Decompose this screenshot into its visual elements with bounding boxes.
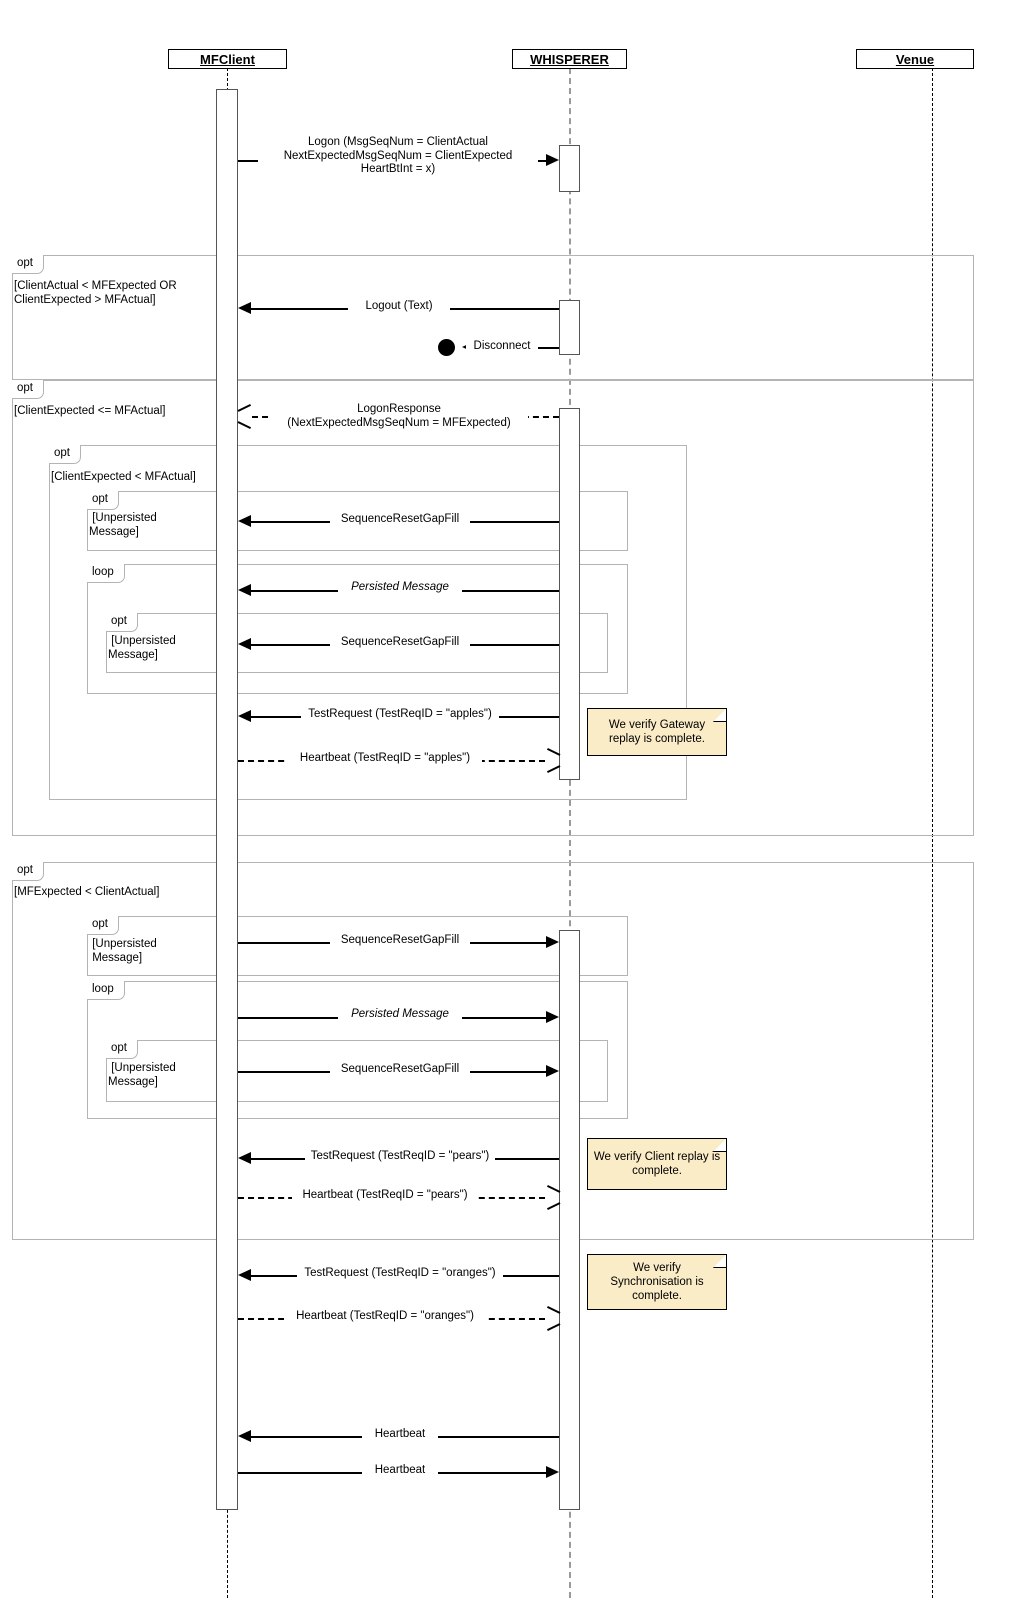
message-seqreset-gapfill-2-label: SequenceResetGapFill (330, 636, 470, 650)
fragment-loop-3 (87, 981, 628, 1119)
message-seqreset-gapfill-2-arrowhead (238, 637, 251, 650)
lifeline-header-venue-label: Venue (895, 51, 935, 67)
message-heartbeat-apples-arrowhead (546, 753, 559, 767)
fragment-opt-2a1 (87, 491, 628, 551)
message-heartbeat-pears-arrowhead (546, 1190, 559, 1204)
message-persisted-2-label: Persisted Message (338, 1008, 462, 1022)
message-seqreset-gapfill-4-label: SequenceResetGapFill (330, 1063, 470, 1077)
destruction-dot (438, 339, 455, 356)
message-logon-response-label: LogonResponse (NextExpectedMsgSeqNum = M… (270, 403, 528, 431)
message-heartbeat-apples-label: Heartbeat (TestReqID = "apples") (288, 752, 482, 766)
fragment-opt-2-guard: [ClientExpected <= MFActual] (14, 405, 166, 417)
message-persisted-1-label: Persisted Message (338, 581, 462, 595)
message-testrequest-apples-arrowhead (238, 709, 251, 722)
message-logon-label: Logon (MsgSeqNum = ClientActual NextExpe… (258, 136, 538, 177)
lifeline-header-whisperer-label: WHISPERER (530, 51, 609, 67)
lifeline-header-mfclient[interactable]: MFClient (168, 49, 287, 69)
fragment-opt-2 (12, 380, 974, 836)
fragment-opt-3a (87, 916, 628, 976)
message-heartbeat-oranges-label: Heartbeat (TestReqID = "oranges") (284, 1310, 486, 1324)
fragment-opt-3-operator: opt (12, 862, 44, 881)
activation-whisperer-sync (559, 930, 580, 1510)
activation-whisperer-logout (559, 300, 580, 355)
lifeline-venue-line (932, 68, 933, 1598)
fragment-opt-2a1-guard: [Unpersisted Message] (89, 512, 157, 539)
message-persisted-1-arrowhead (238, 583, 251, 596)
fragment-opt-2a1-operator: opt (87, 491, 119, 510)
note-fold-corner-icon (713, 709, 726, 722)
message-heartbeat-out-label: Heartbeat (362, 1464, 438, 1478)
note-synchronisation: We verify Synchronisation is complete. (587, 1254, 727, 1310)
message-seqreset-gapfill-3-arrowhead (546, 935, 559, 948)
fragment-loop-2a-operator: loop (87, 564, 125, 583)
lifeline-header-venue[interactable]: Venue (856, 49, 974, 69)
activation-whisperer-replay (559, 408, 580, 780)
activation-mfclient-main (216, 89, 238, 1510)
message-logout-arrowhead (238, 301, 251, 314)
message-persisted-2-arrowhead (546, 1010, 559, 1023)
note-fold-corner-icon-3 (713, 1255, 726, 1268)
activation-whisperer-logon (559, 145, 580, 192)
message-heartbeat-in-arrowhead (238, 1429, 251, 1442)
fragment-opt-2a (49, 445, 687, 800)
fragment-opt-3a-guard: [Unpersisted Message] (92, 938, 157, 965)
message-seqreset-gapfill-1-arrowhead (238, 514, 251, 527)
fragment-opt-3b (106, 1040, 608, 1102)
lifeline-header-mfclient-label: MFClient (200, 51, 255, 67)
message-heartbeat-in-label: Heartbeat (362, 1428, 438, 1442)
message-logout-label: Logout (Text) (348, 300, 450, 314)
fragment-opt-3-guard: [MFExpected < ClientActual] (14, 886, 160, 898)
message-logon-arrowhead (546, 153, 559, 166)
message-seqreset-gapfill-4-arrowhead (546, 1064, 559, 1077)
note-client-replay: We verify Client replay is complete. (587, 1138, 727, 1190)
message-disconnect-label: Disconnect (466, 340, 538, 354)
fragment-opt-1-operator: opt (12, 255, 44, 274)
message-testrequest-pears-label: TestRequest (TestReqID = "pears") (305, 1150, 495, 1164)
message-testrequest-oranges-arrowhead (238, 1268, 251, 1281)
fragment-opt-2a2-operator: opt (106, 613, 138, 632)
note-fold-corner-icon-2 (713, 1139, 726, 1152)
lifeline-header-whisperer[interactable]: WHISPERER (512, 49, 627, 69)
message-seqreset-gapfill-3-label: SequenceResetGapFill (330, 934, 470, 948)
message-testrequest-oranges-label: TestRequest (TestReqID = "oranges") (297, 1267, 503, 1281)
fragment-opt-2-operator: opt (12, 380, 44, 399)
message-seqreset-gapfill-1-label: SequenceResetGapFill (330, 513, 470, 527)
note-client-replay-text: We verify Client replay is complete. (593, 1150, 721, 1177)
fragment-loop-2a (87, 564, 628, 694)
fragment-opt-2a-operator: opt (49, 445, 81, 464)
fragment-opt-1-guard: [ClientActual < MFExpected OR ClientExpe… (14, 280, 177, 307)
fragment-opt-3b-guard: [Unpersisted Message] (108, 1062, 176, 1089)
fragment-loop-3-operator: loop (87, 981, 125, 1000)
message-testrequest-pears-arrowhead (238, 1151, 251, 1164)
fragment-opt-3 (12, 862, 974, 1240)
fragment-opt-2a2-guard: [Unpersisted Message] (108, 635, 176, 662)
message-heartbeat-pears-label: Heartbeat (TestReqID = "pears") (292, 1189, 478, 1203)
message-logon-response-arrowhead (238, 409, 251, 423)
fragment-opt-3b-operator: opt (106, 1040, 138, 1059)
note-synchronisation-text: We verify Synchronisation is complete. (610, 1261, 704, 1302)
fragment-opt-1 (12, 255, 974, 380)
note-gateway-replay-text: We verify Gateway replay is complete. (608, 718, 706, 745)
message-heartbeat-oranges-arrowhead (546, 1311, 559, 1325)
lifeline-whisperer-line (569, 68, 571, 1598)
message-testrequest-apples-label: TestRequest (TestReqID = "apples") (301, 708, 499, 722)
fragment-opt-2a-guard: [ClientExpected < MFActual] (51, 471, 196, 483)
note-gateway-replay: We verify Gateway replay is complete. (587, 708, 727, 756)
message-heartbeat-out-arrowhead (546, 1465, 559, 1478)
fragment-opt-3a-operator: opt (87, 916, 119, 935)
fragment-opt-2a2 (106, 613, 608, 673)
